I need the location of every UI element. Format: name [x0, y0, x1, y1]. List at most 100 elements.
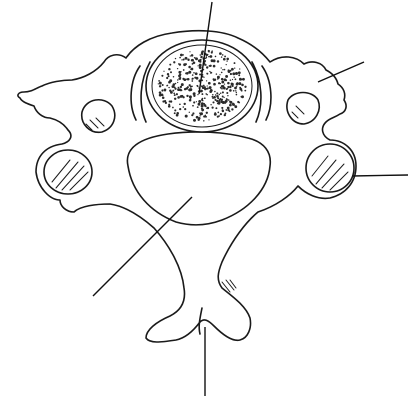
stipple-dot — [177, 68, 178, 69]
stipple-dot — [218, 82, 220, 84]
stipple-dot — [239, 68, 240, 69]
stipple-dot — [209, 86, 212, 89]
stipple-dot — [221, 78, 224, 81]
stipple-dot — [214, 91, 216, 93]
stipple-dot — [212, 98, 214, 100]
stipple-dot — [207, 54, 208, 55]
stipple-dot — [192, 112, 194, 114]
stipple-dot — [174, 98, 176, 100]
stipple-dot — [181, 83, 184, 86]
stipple-dot — [162, 96, 165, 99]
stipple-dot — [227, 95, 228, 96]
stipple-dot — [215, 94, 216, 95]
stipple-dot — [178, 87, 179, 88]
stipple-dot — [236, 82, 238, 84]
stipple-dot — [201, 93, 203, 95]
stipple-dot — [210, 55, 213, 58]
stipple-dot — [160, 94, 162, 96]
stipple-dot — [183, 106, 185, 108]
stipple-dot — [198, 59, 201, 62]
stipple-dot — [234, 62, 236, 64]
stipple-dot — [212, 96, 214, 98]
stipple-dot — [226, 92, 228, 94]
stipple-dot — [175, 83, 177, 85]
stipple-dot — [203, 103, 205, 105]
stipple-dot — [172, 83, 175, 86]
stipple-dot — [221, 98, 223, 100]
stipple-dot — [197, 65, 198, 66]
stipple-dot — [217, 60, 219, 62]
stipple-dot — [205, 58, 206, 59]
stipple-dot — [201, 99, 203, 101]
stipple-dot — [234, 87, 237, 90]
stipple-dot — [208, 56, 210, 58]
stipple-dot — [208, 119, 209, 120]
stipple-dot — [189, 95, 192, 98]
stipple-dot — [187, 58, 189, 60]
stipple-dot — [222, 96, 224, 98]
stipple-dot — [210, 89, 213, 92]
stipple-dot — [177, 82, 178, 83]
stipple-dot — [205, 106, 207, 108]
stipple-dot — [222, 91, 224, 93]
stipple-dot — [193, 101, 195, 103]
stipple-dot — [177, 88, 180, 91]
stipple-dot — [168, 87, 169, 88]
stipple-dot — [198, 103, 201, 106]
stipple-dot — [181, 90, 183, 92]
stipple-dot — [240, 96, 241, 97]
stipple-dot — [231, 68, 234, 71]
stipple-dot — [211, 59, 214, 62]
stipple-dot — [208, 82, 211, 85]
stipple-dot — [193, 95, 195, 97]
stipple-dot — [191, 68, 194, 71]
stipple-dot — [168, 104, 170, 106]
stipple-dot — [221, 72, 223, 74]
stipple-dot — [221, 88, 223, 90]
stipple-dot — [168, 68, 170, 70]
stipple-dot — [228, 70, 231, 73]
stipple-dot — [224, 55, 226, 57]
stipple-dot — [197, 106, 199, 108]
stipple-dot — [214, 112, 216, 114]
stipple-dot — [200, 56, 202, 58]
stipple-dot — [205, 93, 207, 95]
stipple-dot — [174, 109, 176, 111]
stipple-dot — [218, 77, 220, 79]
stipple-dot — [189, 84, 191, 86]
stipple-dot — [236, 94, 238, 96]
stipple-dot — [231, 82, 232, 83]
stipple-dot — [163, 71, 164, 72]
stipple-dot — [202, 108, 204, 110]
stipple-dot — [191, 78, 193, 80]
stipple-dot — [223, 97, 224, 98]
stipple-dot — [227, 88, 228, 89]
stipple-dot — [203, 120, 204, 121]
stipple-dot — [235, 72, 238, 75]
stipple-dot — [203, 85, 205, 87]
stipple-dot — [212, 94, 214, 96]
stipple-dot — [169, 89, 171, 91]
stipple-dot — [222, 109, 224, 111]
stipple-dot — [213, 65, 216, 68]
stipple-dot — [184, 103, 186, 105]
stipple-dot — [174, 86, 176, 88]
stipple-dot — [238, 71, 241, 74]
stipple-dot — [190, 86, 191, 87]
stipple-dot — [212, 101, 214, 103]
stipple-dot — [238, 102, 240, 104]
stipple-dot — [196, 101, 197, 102]
stipple-dot — [217, 112, 219, 114]
stipple-dot — [230, 85, 232, 87]
stipple-dot — [216, 92, 218, 94]
stipple-dot — [225, 75, 228, 78]
stipple-dot — [185, 115, 188, 118]
stipple-dot — [204, 86, 206, 88]
stipple-dot — [199, 112, 201, 114]
stipple-dot — [189, 88, 192, 91]
stipple-dot — [222, 69, 223, 70]
stipple-dot — [206, 108, 207, 109]
stipple-dot — [213, 83, 216, 86]
stipple-dot — [166, 77, 168, 79]
stipple-dot — [183, 78, 186, 81]
